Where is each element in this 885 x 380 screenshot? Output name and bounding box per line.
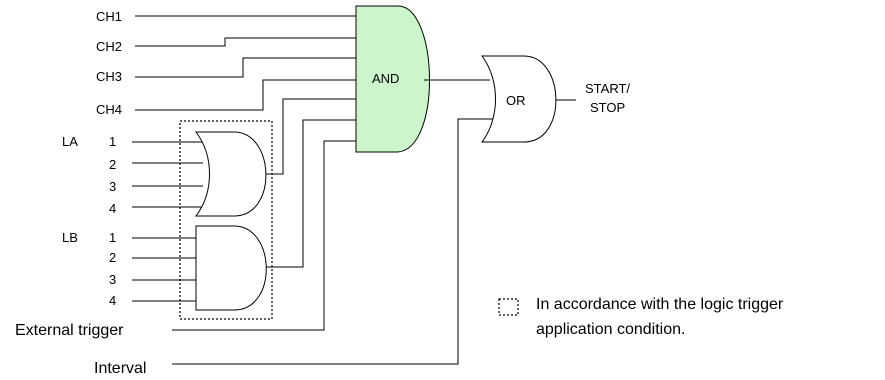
legend-text-line2: application condition. bbox=[536, 321, 685, 338]
ch2-wire bbox=[135, 37, 356, 47]
lb-input-1-label: 1 bbox=[109, 230, 116, 245]
ch2-label: CH2 bbox=[96, 39, 122, 54]
output-label-line1: START/ bbox=[585, 81, 630, 96]
legend-dotted-box bbox=[498, 298, 519, 316]
and-gate-label: AND bbox=[372, 71, 399, 86]
output-label-line2: STOP bbox=[590, 100, 625, 115]
ch3-label: CH3 bbox=[96, 69, 122, 84]
la-input-2-label: 2 bbox=[109, 157, 116, 172]
ch4-wire bbox=[135, 79, 356, 111]
and-gate bbox=[355, 5, 430, 153]
ch3-wire bbox=[135, 57, 356, 78]
la-input-3-label: 3 bbox=[109, 179, 116, 194]
lb-input-4-label: 4 bbox=[109, 293, 116, 308]
ch1-label: CH1 bbox=[96, 9, 122, 24]
lb-input-wires bbox=[132, 237, 196, 302]
la-label: LA bbox=[62, 134, 78, 149]
external-trigger-label: External trigger bbox=[15, 322, 124, 339]
la-output-wire bbox=[264, 98, 356, 175]
ch4-label: CH4 bbox=[96, 102, 122, 117]
or-gate-label: OR bbox=[506, 93, 526, 108]
or-gate bbox=[481, 55, 557, 143]
lb-label: LB bbox=[62, 230, 78, 245]
lb-input-3-label: 3 bbox=[109, 272, 116, 287]
lb-gate bbox=[195, 225, 267, 311]
la-input-wires bbox=[132, 141, 203, 208]
interval-label: Interval bbox=[94, 360, 146, 377]
la-input-4-label: 4 bbox=[109, 201, 116, 216]
lb-input-2-label: 2 bbox=[109, 250, 116, 265]
la-input-1-label: 1 bbox=[109, 134, 116, 149]
interval-wire bbox=[172, 118, 493, 365]
external-trigger-wire bbox=[172, 140, 356, 331]
logic-condition-box bbox=[179, 120, 273, 320]
lb-output-wire bbox=[264, 119, 356, 268]
la-gate bbox=[195, 131, 267, 217]
legend-text-line1: In accordance with the logic trigger bbox=[536, 296, 784, 313]
